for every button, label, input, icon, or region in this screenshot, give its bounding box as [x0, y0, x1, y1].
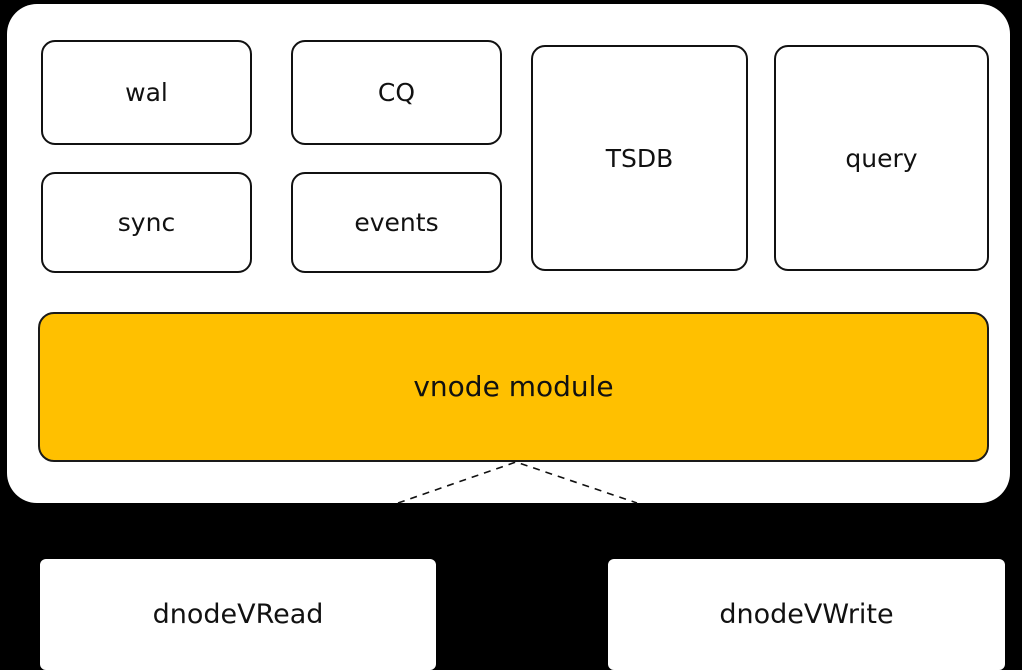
module-label-sync: sync: [117, 208, 176, 237]
module-box-query[interactable]: query: [774, 45, 989, 271]
module-box-sync[interactable]: sync: [41, 172, 252, 273]
module-box-wal[interactable]: wal: [41, 40, 252, 145]
vnode-module-label: vnode module: [413, 370, 614, 403]
dnode-box-vread[interactable]: dnodeVRead: [40, 559, 436, 670]
module-label-tsdb: TSDB: [605, 143, 674, 173]
module-label-events: events: [354, 208, 439, 237]
module-label-cq: CQ: [377, 78, 416, 107]
module-box-cq[interactable]: CQ: [291, 40, 502, 145]
module-label-wal: wal: [125, 78, 168, 107]
dnode-label-vread: dnodeVRead: [152, 599, 324, 630]
module-box-tsdb[interactable]: TSDB: [531, 45, 748, 271]
vnode-module-bar[interactable]: vnode module: [38, 312, 989, 462]
module-box-events[interactable]: events: [291, 172, 502, 273]
dnode-label-vwrite: dnodeVWrite: [719, 599, 894, 630]
dnode-box-vwrite[interactable]: dnodeVWrite: [608, 559, 1005, 670]
module-label-query: query: [845, 143, 918, 173]
